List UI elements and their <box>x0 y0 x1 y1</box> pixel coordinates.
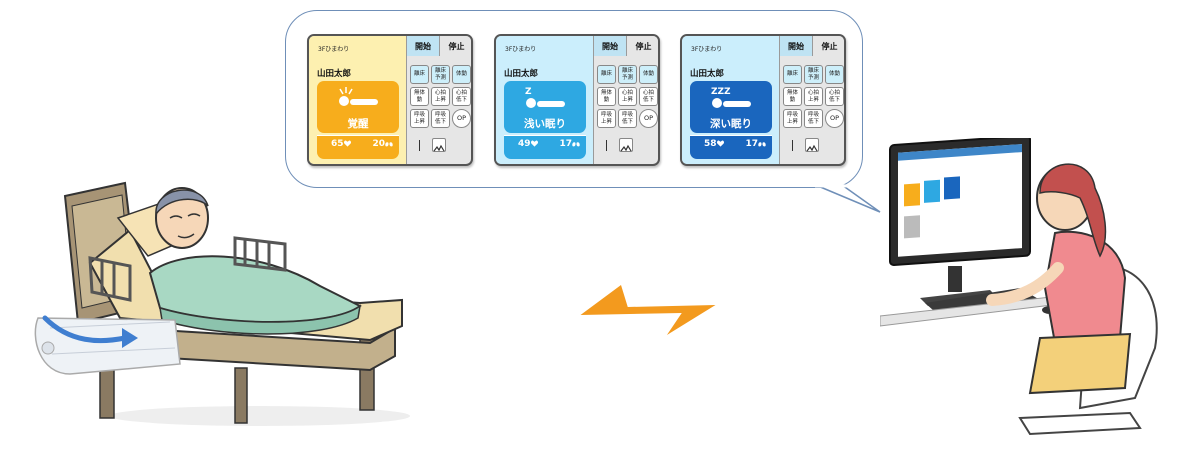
alert-toggle[interactable]: 離床 <box>783 65 802 84</box>
alert-toggle[interactable]: 心拍 上昇 <box>804 87 823 106</box>
alert-toggle[interactable]: 呼吸 上昇 <box>410 109 429 128</box>
alert-toggle[interactable]: 呼吸 低下 <box>618 109 637 128</box>
patient-panel: 3Fひまわり 山田太郎 覚醒 65 20 <box>309 36 407 164</box>
alert-toggle[interactable]: OP <box>639 109 658 128</box>
alert-toggle[interactable]: 心拍 低下 <box>825 87 844 106</box>
heart-rate: 49 <box>518 139 538 149</box>
alert-toggle[interactable]: OP <box>825 109 844 128</box>
alert-toggle[interactable]: 体動 <box>452 65 471 84</box>
wireless-signal-icon <box>580 285 716 335</box>
deep-sleep-icon: ZZZ <box>709 85 753 117</box>
patient-monitor-card[interactable]: 3Fひまわり 山田太郎 ZZZ 深い眠り 58 17 開始 停止 離床離床 予測… <box>680 34 846 166</box>
awake-icon <box>336 85 380 117</box>
alert-toggle[interactable]: 心拍 低下 <box>452 87 471 106</box>
alert-toggle[interactable]: 呼吸 上昇 <box>597 109 616 128</box>
alert-toggle[interactable]: 離床 <box>410 65 429 84</box>
sleep-status-label: 浅い眠り <box>524 118 566 130</box>
heart-rate: 58 <box>704 139 724 149</box>
alert-toggle[interactable]: 体動 <box>639 65 658 84</box>
alert-toggle[interactable]: 呼吸 低下 <box>804 109 823 128</box>
graph-button[interactable] <box>619 138 633 152</box>
vitals-row: 58 17 <box>690 135 772 159</box>
alert-toggle[interactable]: 呼吸 上昇 <box>783 109 802 128</box>
stop-button[interactable]: 停止 <box>627 36 658 56</box>
divider <box>419 140 420 151</box>
alert-toggle[interactable]: 体動 <box>825 65 844 84</box>
room-label: 3Fひまわり <box>691 46 723 53</box>
alert-toggle[interactable]: 無体 動 <box>597 87 616 106</box>
alert-toggle[interactable]: 離床 <box>597 65 616 84</box>
patient-panel: 3Fひまわり 山田太郎 ZZZ 深い眠り 58 17 <box>682 36 780 164</box>
start-button[interactable]: 開始 <box>407 36 440 56</box>
divider <box>792 140 793 151</box>
alert-toggle[interactable]: 離床 予測 <box>618 65 637 84</box>
alert-toggle[interactable]: 無体 動 <box>783 87 802 106</box>
stop-button[interactable]: 停止 <box>813 36 844 56</box>
graph-button[interactable] <box>805 138 819 152</box>
alert-toggle[interactable]: 心拍 上昇 <box>618 87 637 106</box>
sleep-status-label: 覚醒 <box>347 118 369 130</box>
room-label: 3Fひまわり <box>318 46 350 53</box>
svg-text:ZZZ: ZZZ <box>711 87 731 97</box>
patient-name: 山田太郎 <box>317 69 352 79</box>
start-button[interactable]: 開始 <box>780 36 813 56</box>
sleep-status-box: Z 浅い眠り <box>504 81 586 133</box>
stop-button[interactable]: 停止 <box>440 36 471 56</box>
room-label: 3Fひまわり <box>505 46 537 53</box>
light-sleep-icon: Z <box>523 85 567 117</box>
nurse-computer-illustration <box>880 138 1158 436</box>
patient-monitor-card[interactable]: 3Fひまわり 山田太郎 覚醒 65 20 開始 停止 離床離床 予測体動無体 動… <box>307 34 473 166</box>
respiration-rate: 20 <box>372 139 393 149</box>
respiration-rate: 17 <box>745 139 766 149</box>
patient-panel: 3Fひまわり 山田太郎 Z 浅い眠り 49 17 <box>496 36 594 164</box>
graph-button[interactable] <box>432 138 446 152</box>
sleep-status-label: 深い眠り <box>710 118 752 130</box>
start-button[interactable]: 開始 <box>594 36 627 56</box>
patient-monitor-card[interactable]: 3Fひまわり 山田太郎 Z 浅い眠り 49 17 開始 停止 離床離床 予測体動… <box>494 34 660 166</box>
alert-toggle[interactable]: 離床 予測 <box>804 65 823 84</box>
sleep-status-box: ZZZ 深い眠り <box>690 81 772 133</box>
svg-text:Z: Z <box>525 87 532 97</box>
patient-name: 山田太郎 <box>504 69 539 79</box>
alert-toggle[interactable]: 心拍 低下 <box>639 87 658 106</box>
alert-toggle[interactable]: 心拍 上昇 <box>431 87 450 106</box>
vitals-row: 49 17 <box>504 135 586 159</box>
alert-toggle[interactable]: 呼吸 低下 <box>431 109 450 128</box>
patient-name: 山田太郎 <box>690 69 725 79</box>
respiration-rate: 17 <box>559 139 580 149</box>
alert-toggle[interactable]: OP <box>452 109 471 128</box>
alert-toggle[interactable]: 離床 予測 <box>431 65 450 84</box>
patient-bed-illustration <box>34 181 410 426</box>
sleep-status-box: 覚醒 <box>317 81 399 133</box>
heart-rate: 65 <box>331 139 351 149</box>
divider <box>606 140 607 151</box>
alert-toggle[interactable]: 無体 動 <box>410 87 429 106</box>
vitals-row: 65 20 <box>317 135 399 159</box>
